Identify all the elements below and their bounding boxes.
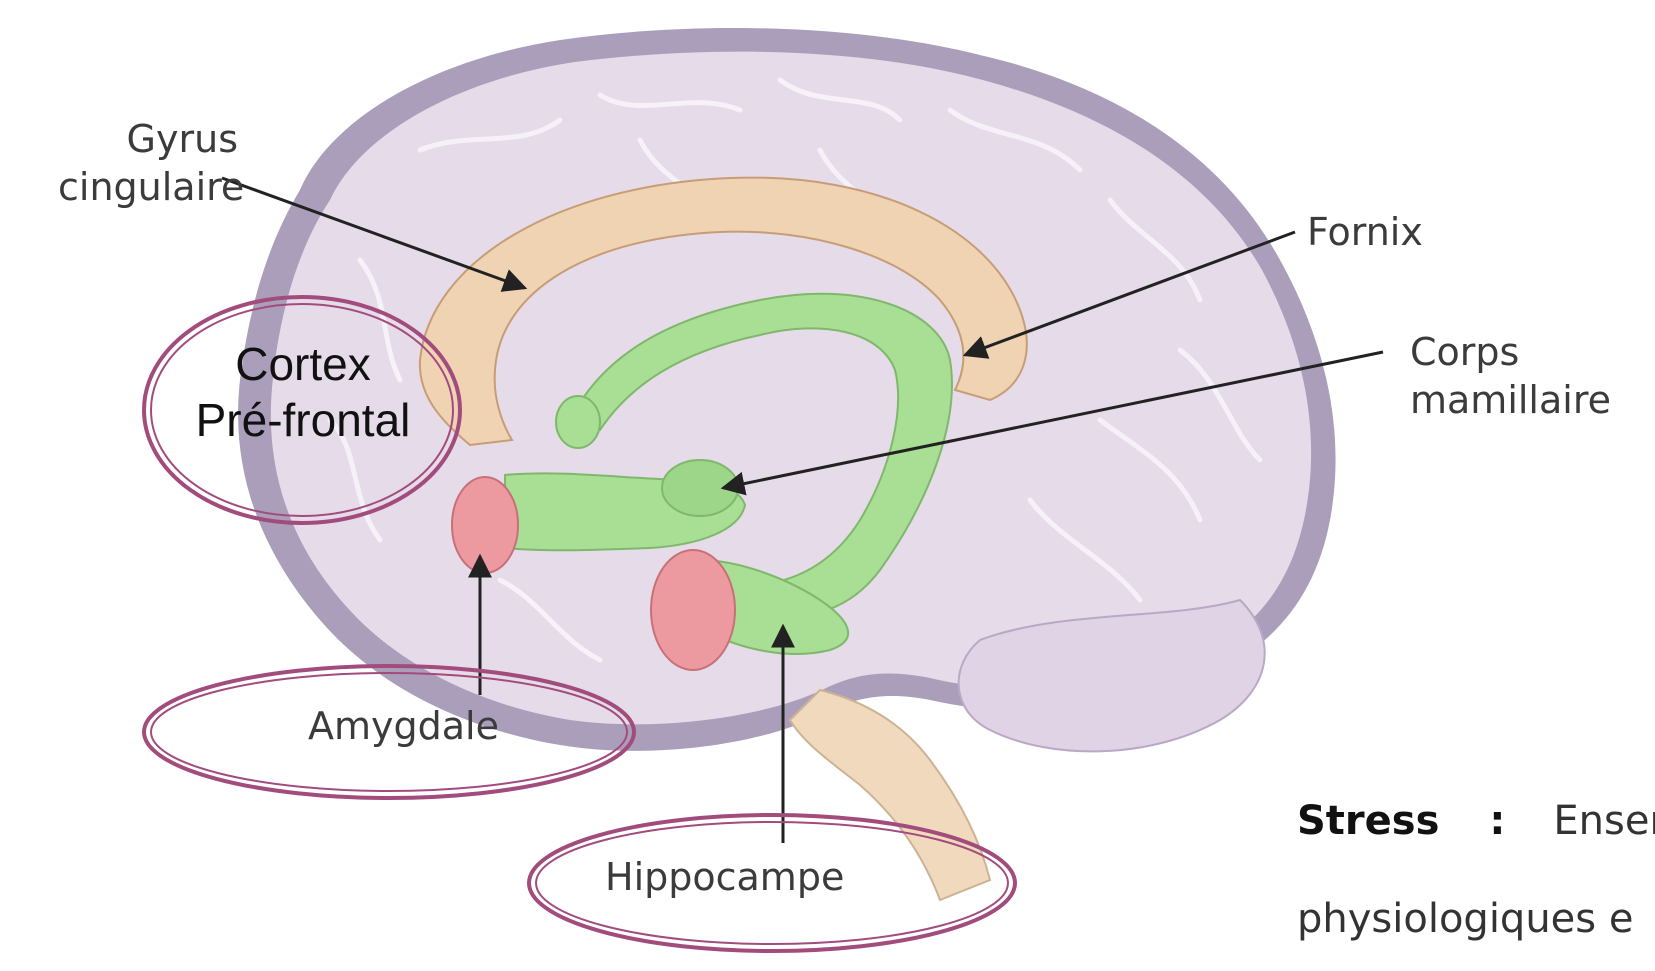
label-amygdale: Amygdale	[308, 702, 499, 750]
label-gyrus: Gyrus cingulaire	[58, 115, 238, 211]
label-cortex-line1: Cortex	[172, 336, 434, 392]
label-gyrus-line2: cingulaire	[58, 163, 238, 211]
definition-line1: Stress: Ensem	[1297, 798, 1655, 844]
definition-line2: physiologiques e	[1297, 896, 1633, 942]
label-corps: Corps mamillaire	[1410, 328, 1611, 424]
label-corps-line1: Corps	[1410, 328, 1611, 376]
definition-line1-rest: Ensem	[1553, 798, 1655, 844]
amygdala	[452, 477, 518, 573]
label-gyrus-line1: Gyrus	[58, 115, 238, 163]
olfactory-bulb	[556, 396, 600, 448]
definition-term: Stress	[1297, 798, 1439, 844]
label-hippocampe: Hippocampe	[605, 853, 844, 901]
definition-colon: :	[1489, 798, 1505, 844]
label-fornix: Fornix	[1307, 208, 1423, 256]
hippocampus-head	[651, 550, 735, 670]
label-cortex: Cortex Pré-frontal	[172, 336, 434, 448]
label-corps-line2: mamillaire	[1410, 376, 1611, 424]
label-cortex-line2: Pré-frontal	[172, 392, 434, 448]
